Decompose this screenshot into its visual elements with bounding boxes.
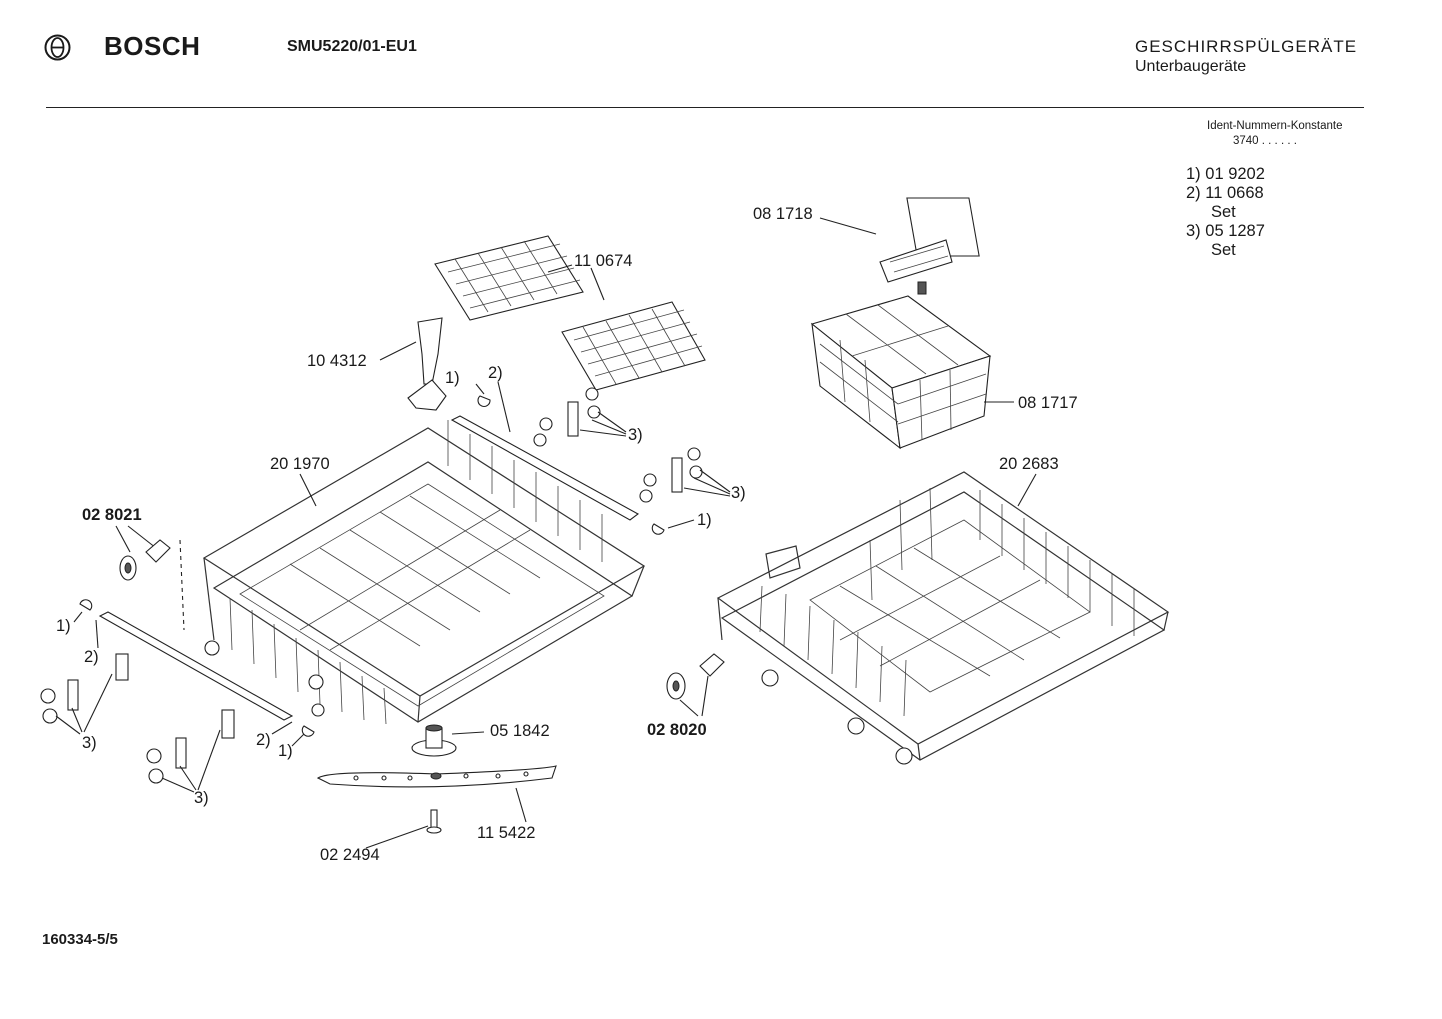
callout-2: 2) xyxy=(84,648,99,666)
legend-note-3: Set xyxy=(1211,241,1236,259)
part-label-115422: 11 5422 xyxy=(477,824,535,842)
rail-part-drawing xyxy=(98,611,294,721)
roller-set-drawing xyxy=(146,709,235,784)
callout-1: 1) xyxy=(56,617,71,635)
ident-constant-title: Ident-Nummern-Konstante xyxy=(1207,120,1343,132)
wheel-part-drawing xyxy=(666,653,725,700)
legend-number: 05 1287 xyxy=(1205,222,1265,240)
callout-2: 2) xyxy=(488,364,503,382)
upper-basket-drawing xyxy=(202,420,646,725)
rail-part-drawing xyxy=(450,415,640,521)
clip-part-drawing xyxy=(301,725,315,737)
clip-part-drawing xyxy=(79,599,93,611)
wheel-part-drawing xyxy=(119,539,171,581)
lower-basket-drawing xyxy=(716,471,1170,765)
callout-1: 1) xyxy=(445,369,460,387)
spray-arm-hub-drawing xyxy=(411,724,457,757)
legend-note-2: Set xyxy=(1211,203,1236,221)
category-subtitle: Unterbaugeräte xyxy=(1135,58,1247,75)
header-divider xyxy=(46,107,1364,108)
brand-wordmark: BOSCH xyxy=(104,31,201,61)
callout-3: 3) xyxy=(194,789,209,807)
part-label-110674: 11 0674 xyxy=(574,252,632,270)
screw-part-drawing xyxy=(426,809,442,834)
spray-arm-drawing xyxy=(316,765,557,788)
callout-3: 3) xyxy=(628,426,643,444)
part-label-201970: 20 1970 xyxy=(270,455,330,473)
clip-part-drawing xyxy=(477,395,491,407)
callout-3: 3) xyxy=(731,484,746,502)
part-label-051842: 05 1842 xyxy=(490,722,550,740)
glass-holder-drawing xyxy=(407,317,447,411)
ident-constant-value: 3740 . . . . . . xyxy=(1233,135,1297,147)
legend-number: 11 0668 xyxy=(1205,184,1264,202)
legend-marker: 3) xyxy=(1186,222,1201,240)
part-label-022494: 02 2494 xyxy=(320,846,380,864)
part-label-081718: 08 1718 xyxy=(753,205,813,223)
roller-set-drawing xyxy=(639,447,703,503)
legend-item-1: 1) 01 9202 xyxy=(1186,165,1265,184)
roller-set-drawing xyxy=(533,387,601,447)
legend-number: 01 9202 xyxy=(1205,165,1265,183)
legend-marker: 2) xyxy=(1186,184,1201,202)
model-number: SMU5220/01-EU1 xyxy=(287,38,417,55)
category-title: GESCHIRRSPÜLGERÄTE xyxy=(1135,37,1358,56)
part-label-028020: 02 8020 xyxy=(647,721,707,739)
part-label-081717: 08 1717 xyxy=(1018,394,1078,412)
part-label-104312: 10 4312 xyxy=(307,352,367,370)
knife-holder-drawing xyxy=(879,197,980,295)
cup-rack-drawing xyxy=(434,235,706,391)
roller-set-drawing xyxy=(40,653,129,724)
legend-item-3: 3) 05 1287 xyxy=(1186,222,1265,241)
part-label-028021: 02 8021 xyxy=(82,506,142,524)
drawing-code: 160334-5/5 xyxy=(42,931,118,948)
clip-part-drawing xyxy=(651,523,665,535)
legend-marker: 1) xyxy=(1186,165,1201,183)
bosch-armature-logo-icon xyxy=(44,34,71,61)
callout-1: 1) xyxy=(278,742,293,760)
callout-3: 3) xyxy=(82,734,97,752)
legend-item-2: 2) 11 0668 xyxy=(1186,184,1264,203)
callout-2: 2) xyxy=(256,731,271,749)
callout-1: 1) xyxy=(697,511,712,529)
cutlery-basket-drawing xyxy=(810,295,992,450)
part-label-202683: 20 2683 xyxy=(999,455,1059,473)
